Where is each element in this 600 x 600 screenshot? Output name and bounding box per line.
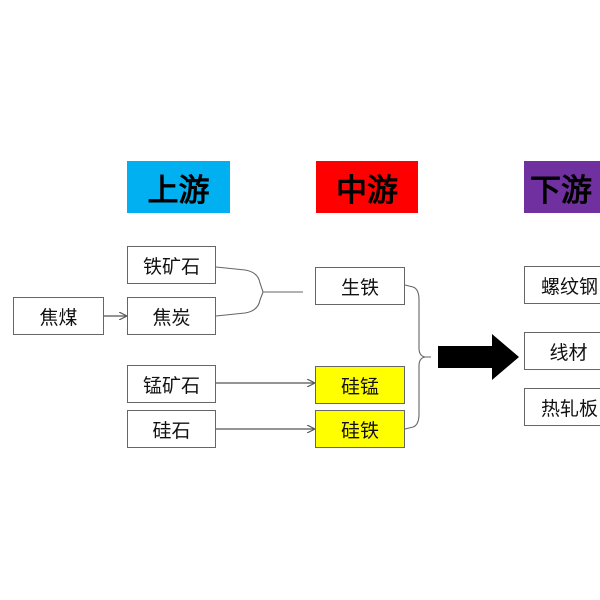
pig-iron-box: 生铁 [315, 267, 405, 305]
midstream-collect-bracket [404, 284, 431, 430]
ferrosilicon-box: 硅铁 [315, 410, 405, 448]
hot-rolled-coil-box: 热轧板 [524, 388, 600, 426]
manganese-ore-box: 锰矿石 [127, 365, 216, 403]
upstream-header: 上游 [127, 161, 230, 213]
wire-rod-box: 线材 [524, 332, 600, 370]
rebar-box: 螺纹钢 [524, 266, 600, 304]
midstream-header: 中游 [316, 161, 418, 213]
downstream-header: 下游 [524, 161, 600, 213]
silica-box: 硅石 [127, 410, 216, 448]
iron-ore-box: 铁矿石 [127, 246, 216, 284]
iron-ore-coke-merge-bracket [215, 266, 303, 317]
coke-box: 焦炭 [127, 297, 216, 335]
coking-coal-box: 焦煤 [13, 297, 104, 335]
silicomanganese-box: 硅锰 [315, 366, 405, 404]
midstream-to-downstream-arrow [438, 334, 519, 380]
